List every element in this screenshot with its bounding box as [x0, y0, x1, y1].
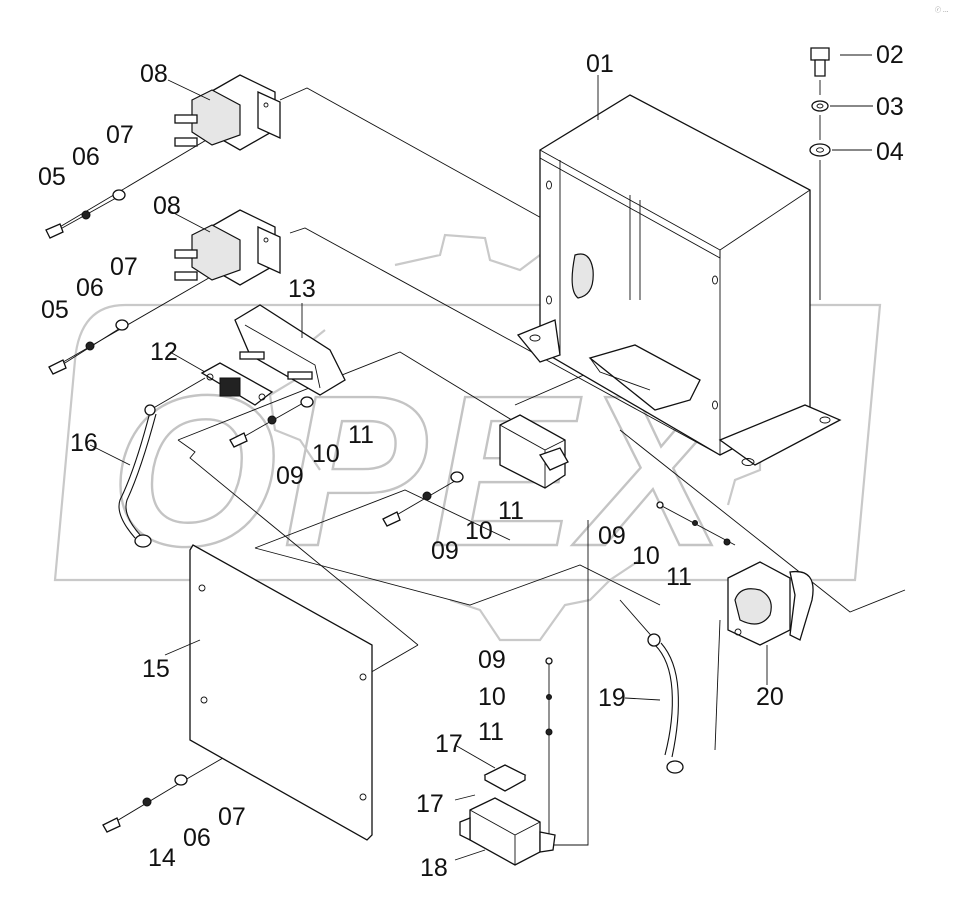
callout-07-bottom: 07 — [218, 803, 246, 831]
callout-09-column: 09 — [478, 646, 506, 674]
callout-20: 20 — [756, 683, 784, 711]
small-parts-right — [656, 501, 731, 546]
callout-10-column: 10 — [478, 683, 506, 711]
label-leaders — [89, 54, 873, 861]
callout-17-bottom: 17 — [416, 790, 444, 818]
callout-11-right: 11 — [666, 563, 692, 591]
callout-09-center: 09 — [431, 537, 459, 565]
relay-08-top — [174, 74, 281, 151]
callout-08-mid: 08 — [153, 192, 181, 220]
callout-09-right: 09 — [598, 522, 626, 550]
callout-06-mid: 06 — [76, 274, 104, 302]
washer-04 — [809, 143, 831, 157]
callout-19: 19 — [598, 684, 626, 712]
housing-box-01 — [516, 94, 842, 466]
callout-05-mid: 05 — [41, 296, 69, 324]
callout-10-right: 10 — [632, 542, 660, 570]
callout-13: 13 — [288, 275, 316, 303]
callout-10-left: 10 — [312, 440, 340, 468]
callout-08-top: 08 — [140, 60, 168, 88]
callout-10-center: 10 — [465, 517, 493, 545]
center-module — [499, 414, 569, 489]
relay-08-bottom — [174, 209, 281, 286]
callout-06-top: 06 — [72, 143, 100, 171]
fuse-holder-12 — [200, 362, 274, 406]
callout-09-left: 09 — [276, 462, 304, 490]
callout-11-left: 11 — [348, 421, 374, 449]
callout-16: 16 — [70, 429, 98, 457]
callout-03: 03 — [876, 93, 904, 121]
corner-note: ⓡ ... — [935, 6, 949, 14]
watermark-banner — [53, 303, 882, 582]
callout-labels: 01 02 03 04 05 06 07 08 05 06 07 08 13 1… — [38, 41, 904, 882]
switch-20 — [727, 561, 814, 646]
cover-plate-15 — [189, 544, 373, 841]
module-18 — [459, 797, 556, 866]
screw-set-mid — [48, 319, 129, 375]
callout-06-bottom: 06 — [183, 824, 211, 852]
callout-11-column: 11 — [478, 718, 504, 746]
small-parts-12-chain — [229, 396, 314, 448]
callout-11-center: 11 — [498, 497, 524, 525]
callout-14: 14 — [148, 844, 176, 872]
bracket-17 — [483, 764, 527, 792]
callout-15: 15 — [142, 655, 170, 683]
cable-19 — [647, 633, 684, 774]
screw-set-top — [45, 189, 126, 239]
callout-01: 01 — [586, 50, 614, 78]
lock-washer-03 — [811, 100, 829, 112]
screw-set-bottom — [102, 774, 188, 833]
bolt-02 — [810, 47, 830, 77]
callout-04: 04 — [876, 138, 904, 166]
callout-07-top: 07 — [106, 121, 134, 149]
callout-12: 12 — [150, 338, 178, 366]
callout-17-top: 17 — [435, 730, 463, 758]
callout-07-mid: 07 — [110, 253, 138, 281]
component-13 — [234, 304, 346, 396]
cable-16 — [118, 404, 157, 548]
small-parts-column — [545, 657, 553, 736]
callout-02: 02 — [876, 41, 904, 69]
callout-18: 18 — [420, 854, 448, 882]
small-parts-center — [382, 471, 464, 527]
callout-05-top: 05 — [38, 163, 66, 191]
